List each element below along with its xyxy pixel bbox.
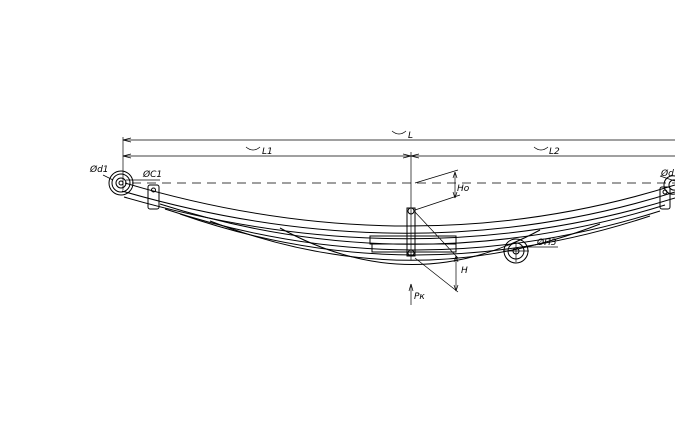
center-pad — [369, 207, 457, 257]
loaded-height-label: H — [461, 266, 468, 276]
bush-shackle-label: ØП3 — [536, 237, 557, 248]
load-label: Pк — [414, 292, 425, 302]
dimension-loaded-height: H — [414, 211, 468, 293]
shackle-bush — [503, 238, 558, 264]
dimension-l1-l2: L1 L2 — [122, 146, 675, 260]
dimension-free-height: Ho — [414, 169, 470, 211]
front-eye — [102, 170, 160, 196]
overall-length-label: L — [408, 131, 413, 141]
eye-diameter-front-label: Ød1 — [89, 164, 109, 175]
bush-front-label: ØC1 — [142, 169, 162, 180]
free-height-label: Ho — [457, 184, 470, 194]
eye-diameter-rear-label: Ød — [660, 168, 674, 179]
front-length-label: L1 — [262, 147, 273, 157]
rebound-clips — [147, 184, 671, 210]
dimension-overall-length: L — [122, 130, 675, 190]
rear-length-label: L2 — [549, 147, 560, 157]
load-arrow: Pк — [408, 283, 425, 305]
